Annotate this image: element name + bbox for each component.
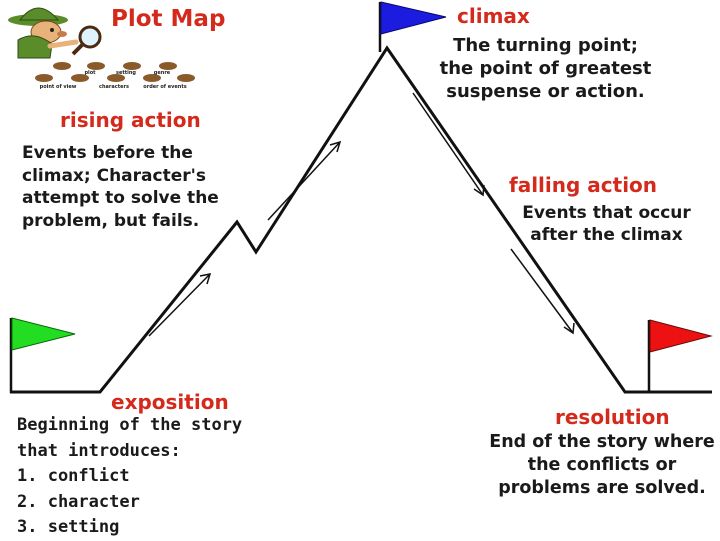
rising-arrow-high (267, 141, 341, 221)
climax-heading: climax (457, 4, 530, 28)
detective-icon: plot setting genre point of view charact… (8, 7, 195, 90)
falling-arrow-low (510, 248, 574, 334)
rising-action-line-1: Events before the (22, 143, 193, 163)
end-flag-icon (647, 319, 713, 393)
rising-arrow-low (148, 273, 211, 337)
resolution-line-1: End of the story where (489, 432, 715, 452)
direction-arrows (148, 92, 575, 337)
resolution-heading: resolution (555, 405, 670, 429)
exposition-line-2: that introduces: (17, 440, 181, 461)
climax-flag-icon (378, 1, 447, 52)
rising-action-description: Events before the climax; Character's at… (22, 142, 242, 232)
logo-label-point-of-view: point of view (40, 84, 77, 90)
logo-label-genre: genre (154, 70, 171, 76)
plot-line (10, 45, 712, 394)
logo-label-characters: characters (99, 84, 129, 90)
exposition-line-3: 1. conflict (17, 466, 130, 486)
climax-line-1: The turning point; (453, 35, 638, 56)
logo-label-plot: plot (84, 70, 96, 76)
page-title: Plot Map (111, 6, 226, 32)
climax-description: The turning point; the point of greatest… (418, 34, 673, 103)
falling-action-line-1: Events that occur (522, 203, 691, 223)
logo-label-setting: setting (116, 70, 136, 76)
rising-action-heading: rising action (60, 108, 201, 132)
resolution-description: End of the story where the conflicts or … (482, 431, 720, 500)
falling-action-line-2: after the climax (530, 225, 683, 245)
rising-action-line-4: problem, but fails. (22, 210, 200, 231)
start-flag-icon (9, 317, 76, 393)
exposition-line-1: Beginning of the story (17, 415, 243, 435)
exposition-heading: exposition (111, 390, 229, 414)
climax-line-3: suspense or action. (446, 81, 645, 102)
resolution-line-3: problems are solved. (498, 478, 706, 498)
rising-action-line-2: climax; Character's (22, 165, 206, 186)
climax-line-2: the point of greatest (439, 58, 652, 79)
logo-label-order-of-events: order of events (143, 84, 186, 90)
falling-action-description: Events that occur after the climax (514, 202, 699, 246)
falling-action-heading: falling action (509, 173, 658, 197)
exposition-line-4: 2. character (17, 491, 140, 512)
rising-action-line-3: attempt to solve the (22, 188, 219, 208)
resolution-line-2: the conflicts or (527, 455, 677, 475)
falling-arrow-high (412, 92, 484, 196)
exposition-description: Beginning of the story that introduces: … (17, 413, 257, 541)
exposition-line-5: 3. setting (17, 517, 120, 537)
